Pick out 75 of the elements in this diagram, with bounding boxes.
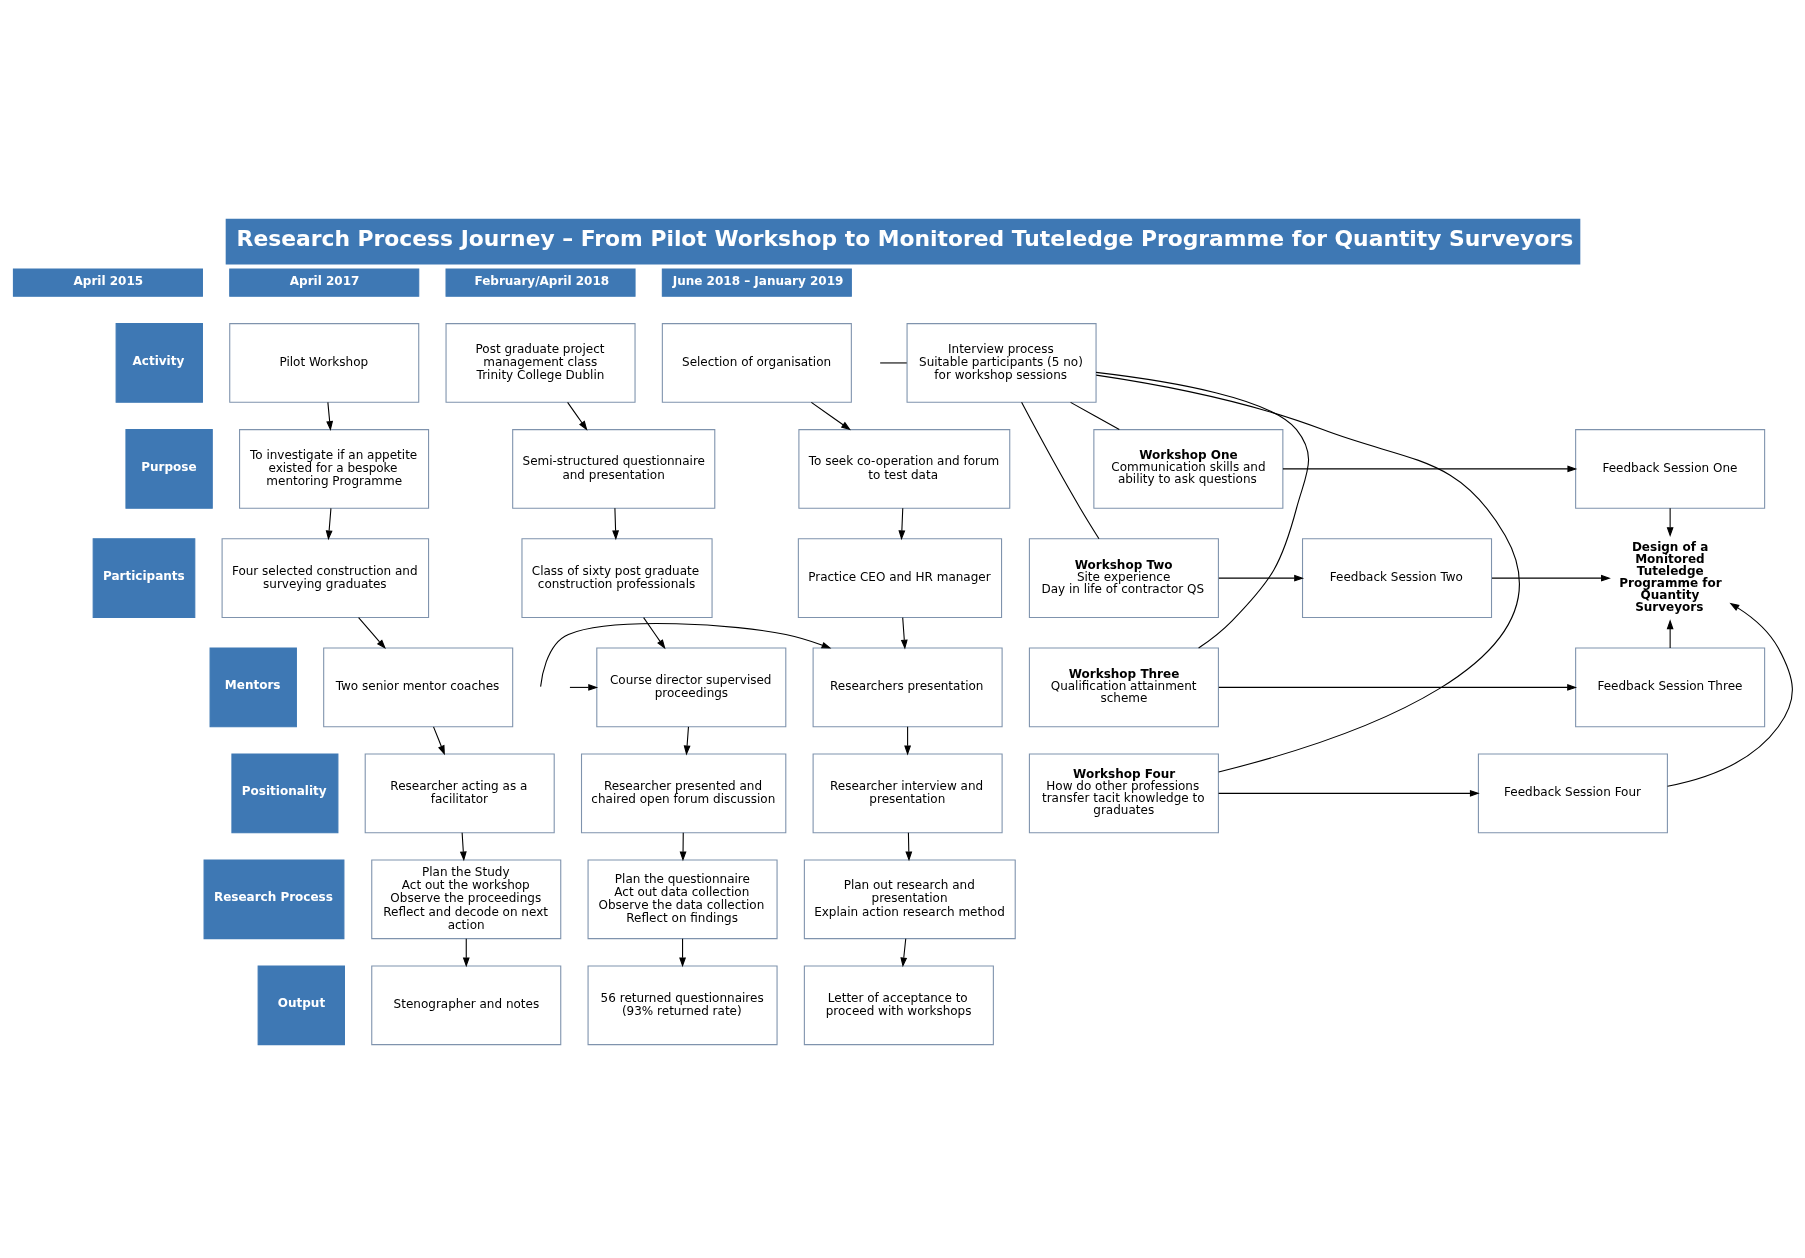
arrow xyxy=(1666,618,1674,649)
node-box: Workshop One Communication skills and ability to ask questions xyxy=(1092,428,1283,509)
arrow xyxy=(1217,574,1304,582)
arrow xyxy=(611,507,619,540)
arrow xyxy=(325,507,333,540)
arrow xyxy=(459,831,467,861)
arrow xyxy=(1217,789,1480,797)
node-box: Two senior mentor coaches xyxy=(322,647,513,727)
arrow xyxy=(900,616,908,649)
arrow xyxy=(903,725,911,755)
node-box: 56 returned questionnaires (93% returned rate) xyxy=(587,964,778,1045)
arrow xyxy=(683,725,691,755)
node-box: Feedback Session Four xyxy=(1477,753,1668,833)
arrow xyxy=(899,937,907,967)
node-box: Letter of acceptance to proceed with workshops xyxy=(803,964,994,1045)
connector xyxy=(1020,401,1099,539)
node-box: Workshop Two Site experience Day in life of contractor QS xyxy=(1028,537,1219,618)
arrow xyxy=(897,507,905,540)
node-box: Stenographer and notes xyxy=(370,964,561,1045)
node-box: Selection of organisation xyxy=(661,322,852,403)
node-box: Feedback Session Two xyxy=(1301,537,1492,618)
label: April 2017 xyxy=(289,273,359,288)
label: June 2018 – January 2019 xyxy=(672,273,843,288)
connector xyxy=(1069,401,1120,430)
arrow xyxy=(1217,683,1577,691)
node-box: Plan out research and presentation Explain action research method xyxy=(803,858,1016,939)
node-box: Plan the Study Act out the workshop Observe the proceedings Reflect and decode on next action xyxy=(370,858,561,939)
node-box: Four selected construction and surveying graduates xyxy=(221,537,429,618)
label: February/April 2018 xyxy=(473,273,609,288)
node-box: Course director supervised proceedings xyxy=(595,647,786,727)
arrow xyxy=(325,401,333,431)
label: Purpose xyxy=(140,459,197,474)
node-box: Interview process Suitable participants (5 no) for workshop sessions xyxy=(906,322,1097,403)
arrow xyxy=(1666,507,1674,537)
node-box: Feedback Session One xyxy=(1574,428,1765,509)
arrow xyxy=(462,937,470,967)
arrow xyxy=(357,616,386,649)
label: Research Process xyxy=(213,889,333,904)
label: Mentors xyxy=(224,677,280,692)
node-box: Practice CEO and HR manager xyxy=(797,537,1002,618)
node-box: Workshop Four How do other professions transfer tacit knowledge to graduates xyxy=(1028,753,1219,833)
node-box: Plan the questionnaire Act out data collection Observe the data collection Reflect on findings xyxy=(587,858,778,939)
label: Activity xyxy=(132,353,184,368)
node-box: Feedback Session Three xyxy=(1574,647,1765,727)
node-box: Class of sixty post graduate construction professionals xyxy=(520,537,713,618)
arrow xyxy=(1666,602,1793,787)
node-box: Semi-structured questionnaire and presentation xyxy=(511,428,715,509)
node-box: Post graduate project management class Trinity College Dublin xyxy=(445,322,636,403)
arrow xyxy=(1281,464,1577,472)
label: Output xyxy=(277,995,325,1010)
node-box: To seek co-operation and forum to test data xyxy=(797,428,1010,509)
node-box: Pilot Workshop xyxy=(228,322,419,403)
label: Participants xyxy=(102,568,185,583)
arrow xyxy=(432,725,445,755)
connector xyxy=(1095,371,1309,648)
arrow xyxy=(679,831,686,861)
arrow xyxy=(568,683,598,691)
diagram-title: Research Process Journey – From Pilot Workshop to Monitored Tuteledge Programme for Quantity Surveyors xyxy=(236,225,1573,251)
node-box: Researchers presentation xyxy=(812,647,1003,727)
node-box: Workshop Three Qualification attainment scheme xyxy=(1028,647,1219,727)
label: April 2015 xyxy=(73,273,143,288)
node-box: Researcher acting as a facilitator xyxy=(364,753,555,833)
connector xyxy=(1095,374,1519,773)
node-text: Design of a Monitored Tuteledge Programme for Quantity Surveyors xyxy=(1618,539,1722,614)
node-box: Researcher presented and chaired open forum discussion xyxy=(580,753,786,833)
arrow xyxy=(539,622,831,687)
arrow xyxy=(810,401,851,430)
arrow xyxy=(1490,574,1611,582)
label: Positionality xyxy=(241,783,327,798)
node-box: Researcher interview and presentation xyxy=(812,753,1003,833)
arrow xyxy=(678,937,686,967)
arrow xyxy=(566,401,587,431)
node-box: To investigate if an appetite existed for a bespoke mentoring Programme xyxy=(238,428,429,509)
arrow xyxy=(642,616,666,649)
arrow xyxy=(904,831,912,861)
